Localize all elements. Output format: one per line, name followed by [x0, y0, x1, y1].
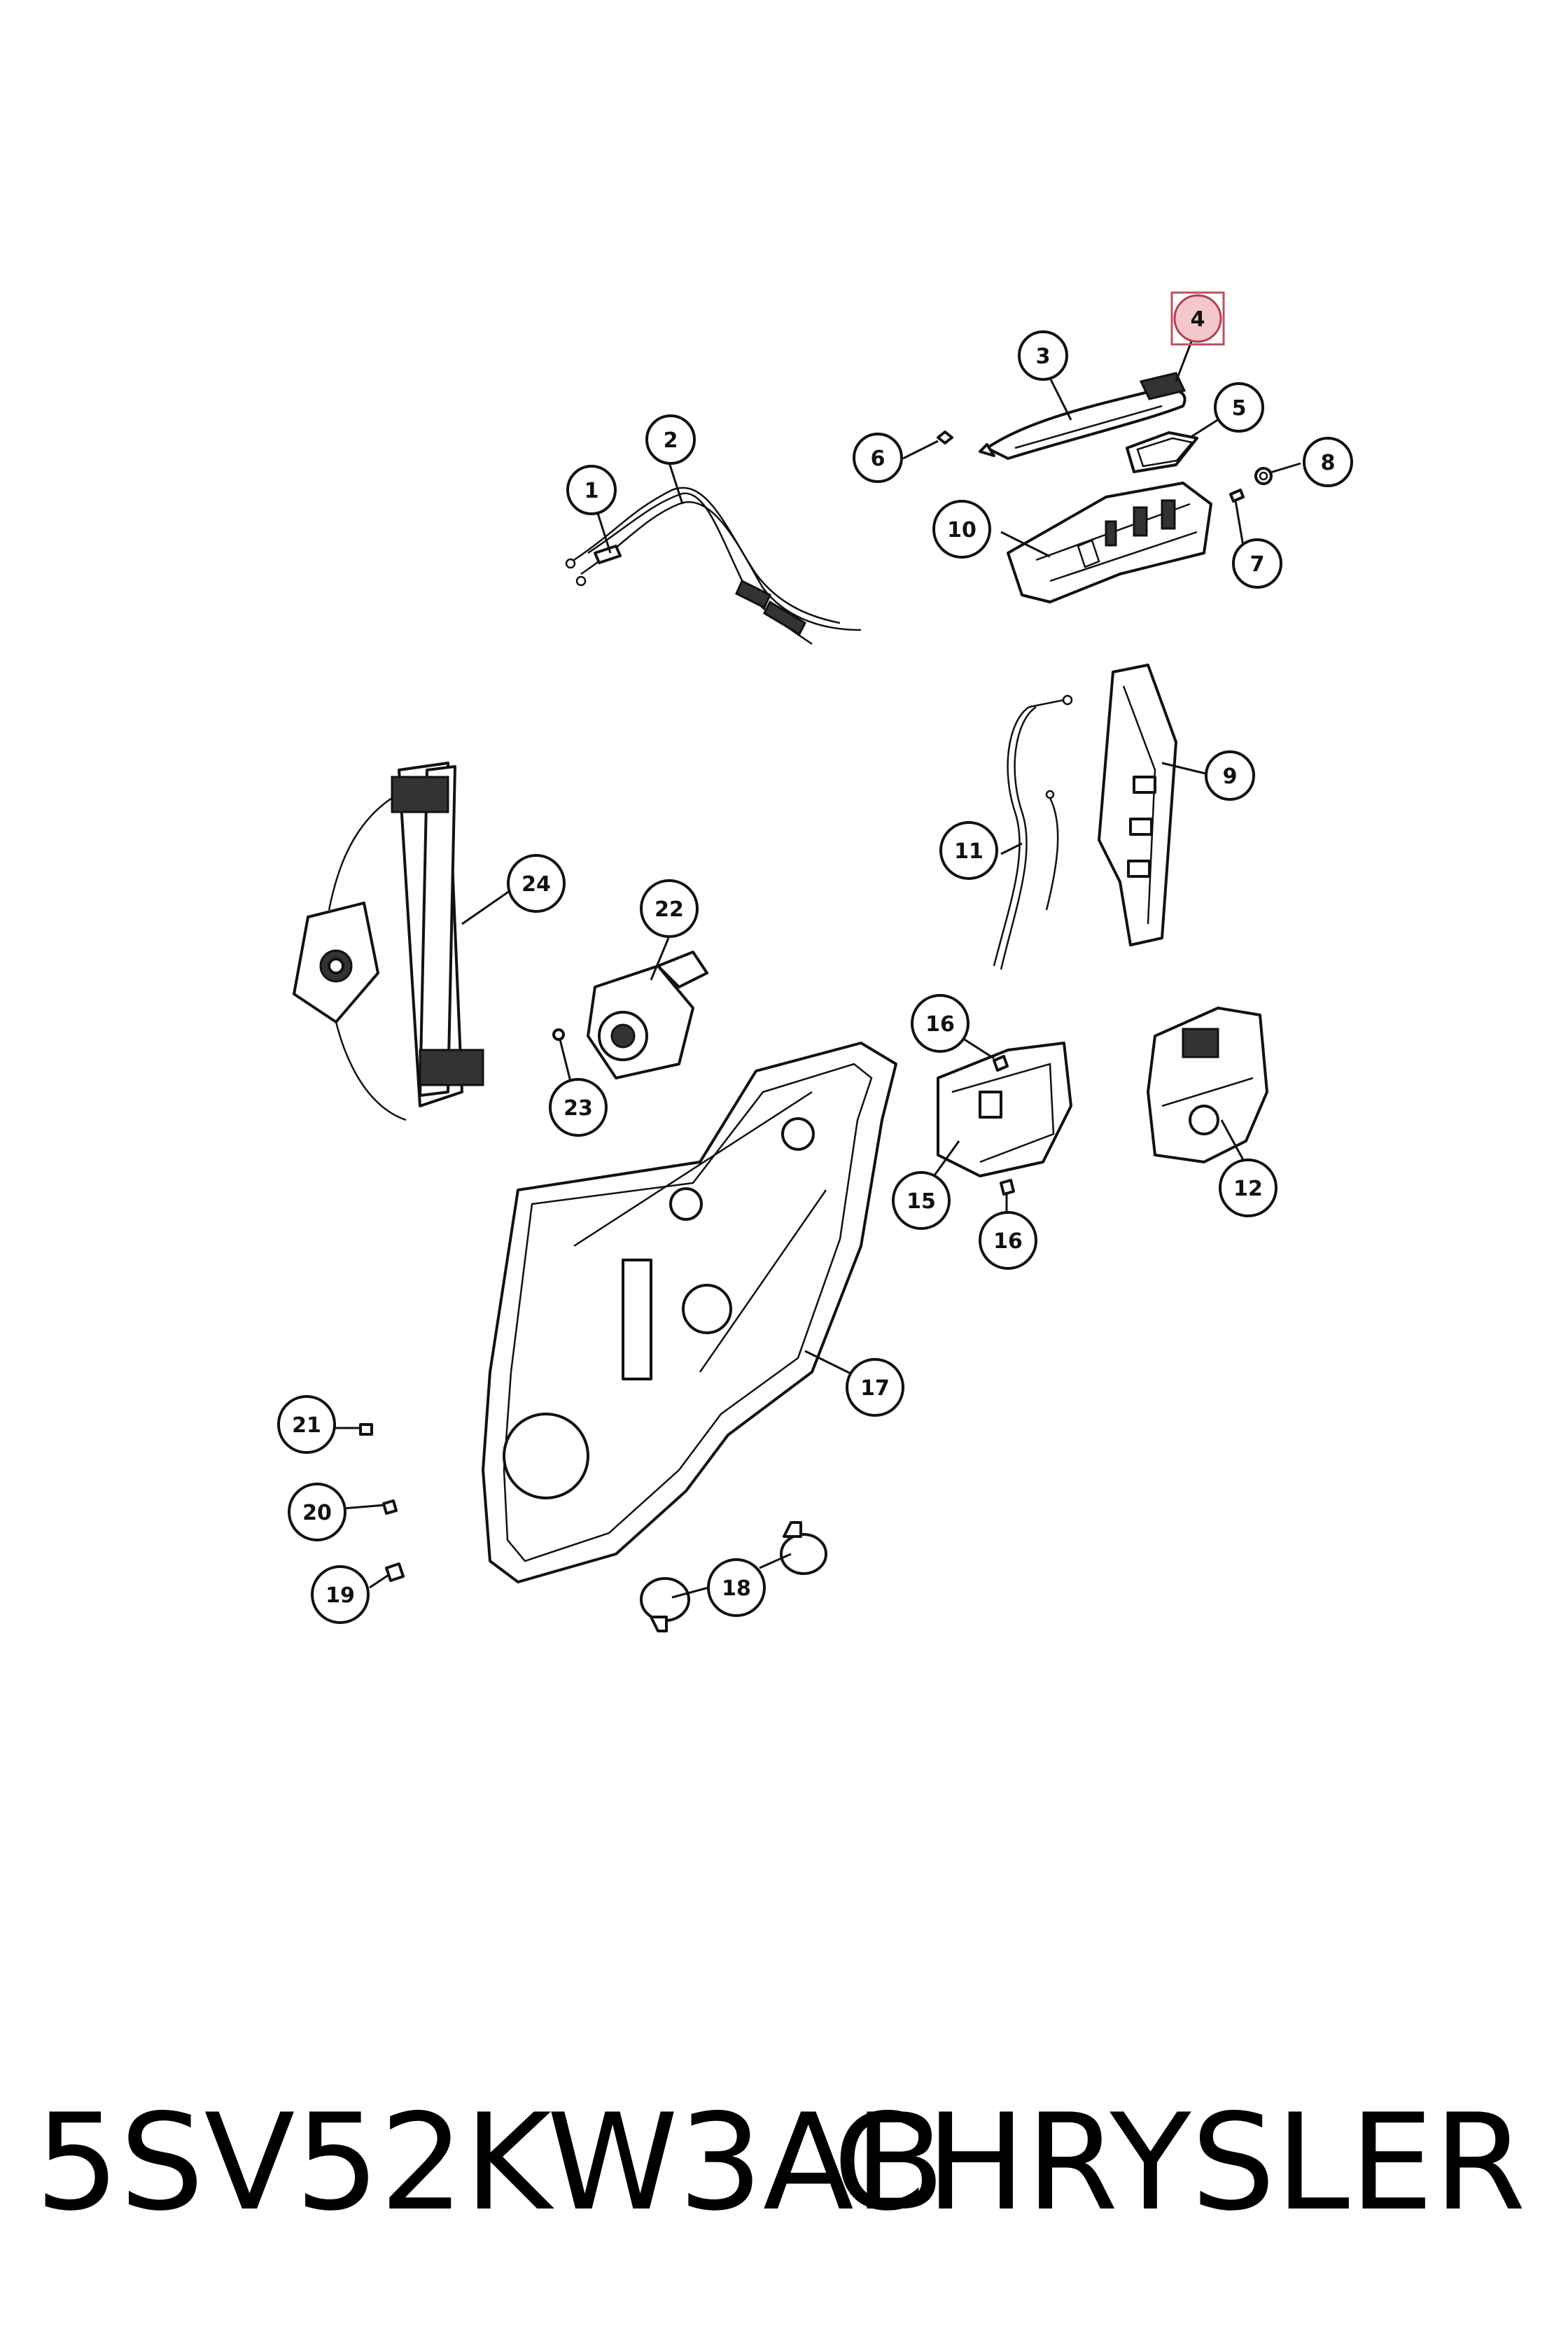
door-carrier-panel-drawing [482, 1042, 897, 1583]
callout-22: 22 [640, 879, 699, 938]
callout-12: 12 [1219, 1158, 1278, 1217]
callout-bubbles: 1 2 3 4 5 6 7 8 [277, 291, 1353, 1624]
callout-16-lower: 16 [979, 1211, 1037, 1270]
trim-panel-drawing [1098, 664, 1177, 946]
callout-9: 9 [1205, 750, 1255, 801]
handle-bracket-drawing [1007, 482, 1212, 603]
svg-text:21: 21 [292, 1413, 321, 1438]
callout-4-highlighted: 4 [1170, 291, 1225, 346]
svg-text:19: 19 [326, 1583, 355, 1608]
callout-15: 15 [892, 1171, 951, 1230]
callout-16-upper: 16 [911, 994, 969, 1053]
callout-24: 24 [507, 854, 566, 913]
svg-text:23: 23 [564, 1096, 593, 1121]
part-number: 5SV52KW3AB [35, 2085, 945, 2240]
handle-gasket-drawing [1126, 431, 1198, 473]
svg-text:11: 11 [954, 839, 983, 864]
svg-text:22: 22 [654, 897, 684, 922]
window-motor-drawing [587, 951, 708, 1079]
latch-bracket-drawing [937, 1042, 1072, 1177]
svg-text:15: 15 [906, 1189, 936, 1214]
cable-assembly-drawing [565, 486, 862, 645]
svg-text:16: 16 [993, 1229, 1023, 1254]
svg-text:16: 16 [925, 1012, 955, 1037]
svg-text:5: 5 [1232, 396, 1247, 421]
window-regulator-drawing [293, 762, 484, 1121]
callout-2: 2 [645, 414, 696, 465]
svg-text:6: 6 [871, 447, 886, 471]
callout-3: 3 [1018, 330, 1068, 381]
svg-text:1: 1 [584, 479, 599, 503]
callout-23: 23 [549, 1078, 608, 1137]
callout-21: 21 [277, 1395, 336, 1454]
svg-text:3: 3 [1036, 344, 1051, 369]
callout-20: 20 [288, 1483, 346, 1541]
door-handle-drawing [979, 372, 1186, 460]
svg-text:10: 10 [947, 518, 976, 542]
latch-rod-drawing [993, 694, 1073, 970]
svg-text:4: 4 [1191, 307, 1205, 332]
callout-5: 5 [1214, 382, 1264, 433]
callout-11: 11 [939, 821, 998, 880]
fasteners-drawing [937, 430, 1273, 503]
svg-text:7: 7 [1250, 552, 1265, 577]
svg-text:24: 24 [522, 872, 551, 897]
callout-1: 1 [566, 465, 617, 515]
svg-text:17: 17 [860, 1376, 890, 1401]
callout-6: 6 [853, 433, 903, 483]
callout-19: 19 [311, 1565, 370, 1624]
svg-text:2: 2 [664, 428, 678, 453]
leader-lines [332, 335, 1301, 1599]
svg-text:18: 18 [722, 1576, 751, 1601]
callout-10: 10 [932, 500, 991, 559]
callout-7: 7 [1232, 538, 1282, 589]
callout-18: 18 [707, 1558, 766, 1617]
plugs-drawing [640, 1521, 827, 1632]
screws-drawing [359, 1028, 1015, 1582]
brand-name: CHRYSLER [833, 2085, 1526, 2240]
door-latch-drawing [1147, 1007, 1268, 1163]
svg-text:9: 9 [1223, 764, 1238, 789]
svg-text:8: 8 [1321, 451, 1336, 475]
svg-text:20: 20 [302, 1501, 332, 1525]
callout-8: 8 [1303, 437, 1353, 487]
svg-text:12: 12 [1233, 1177, 1263, 1201]
callout-17: 17 [846, 1358, 904, 1417]
